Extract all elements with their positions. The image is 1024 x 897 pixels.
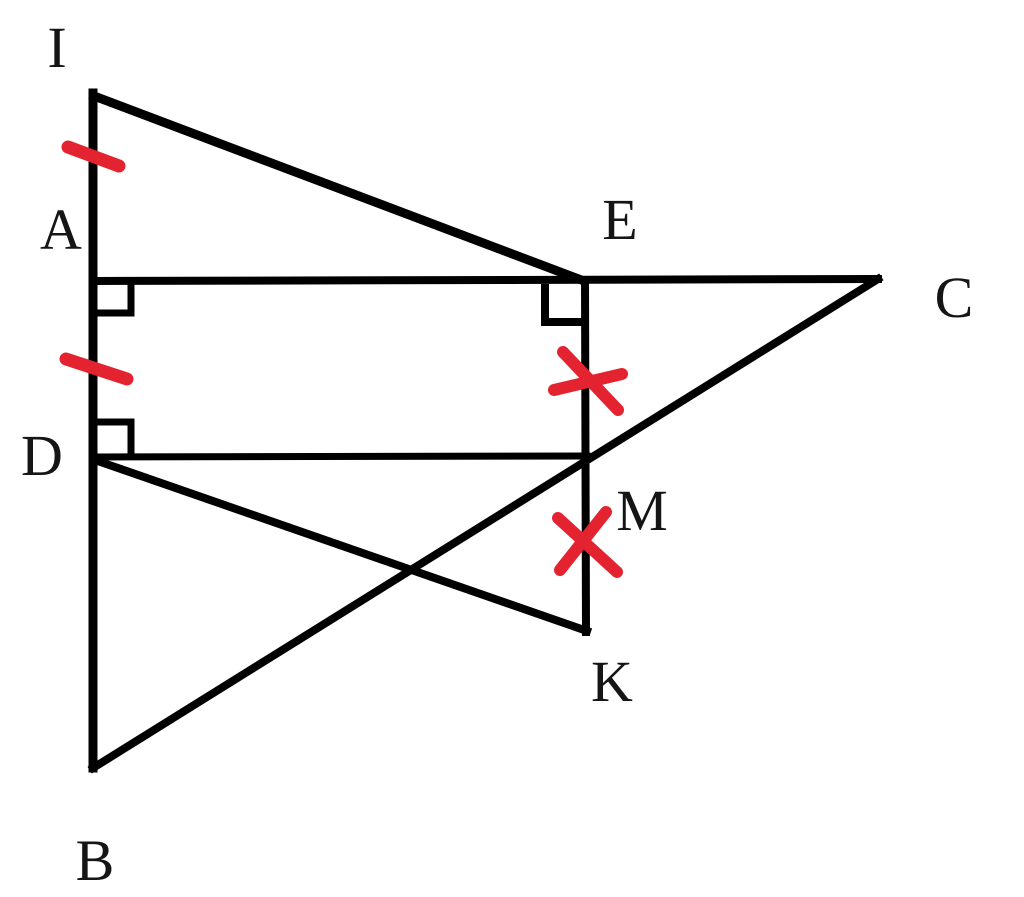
segment-DK (89, 454, 593, 637)
right-angle-marker-A (93, 282, 135, 317)
segment-IE (88, 90, 590, 287)
point-label-A: A (40, 197, 82, 262)
segment-AC (88, 274, 883, 286)
tick-mark-IA (61, 140, 126, 173)
tick-mark-AD (59, 352, 134, 386)
cross-mark-stroke (554, 506, 612, 576)
point-label-D: D (21, 423, 63, 488)
right-angle-markers-layer (93, 282, 586, 457)
point-label-M: M (616, 478, 668, 543)
cross-mark-MK (552, 506, 623, 578)
cross-mark-stroke (548, 368, 628, 396)
segments-layer (87, 88, 884, 774)
right-angle-marker-E (541, 284, 586, 326)
point-label-K: K (591, 649, 633, 714)
congruence-marks-layer (59, 140, 628, 578)
cross-mark-stroke (552, 512, 623, 578)
point-label-C: C (935, 265, 974, 330)
point-label-E: E (602, 187, 637, 252)
segment-DM (89, 452, 591, 461)
point-label-B: B (76, 828, 115, 893)
segment-BC (87, 273, 884, 774)
point-label-I: I (47, 15, 66, 80)
point-labels-layer: I A E C D M K B (21, 15, 973, 893)
cross-mark-EM (548, 346, 628, 416)
right-angle-marker-D (93, 418, 135, 457)
